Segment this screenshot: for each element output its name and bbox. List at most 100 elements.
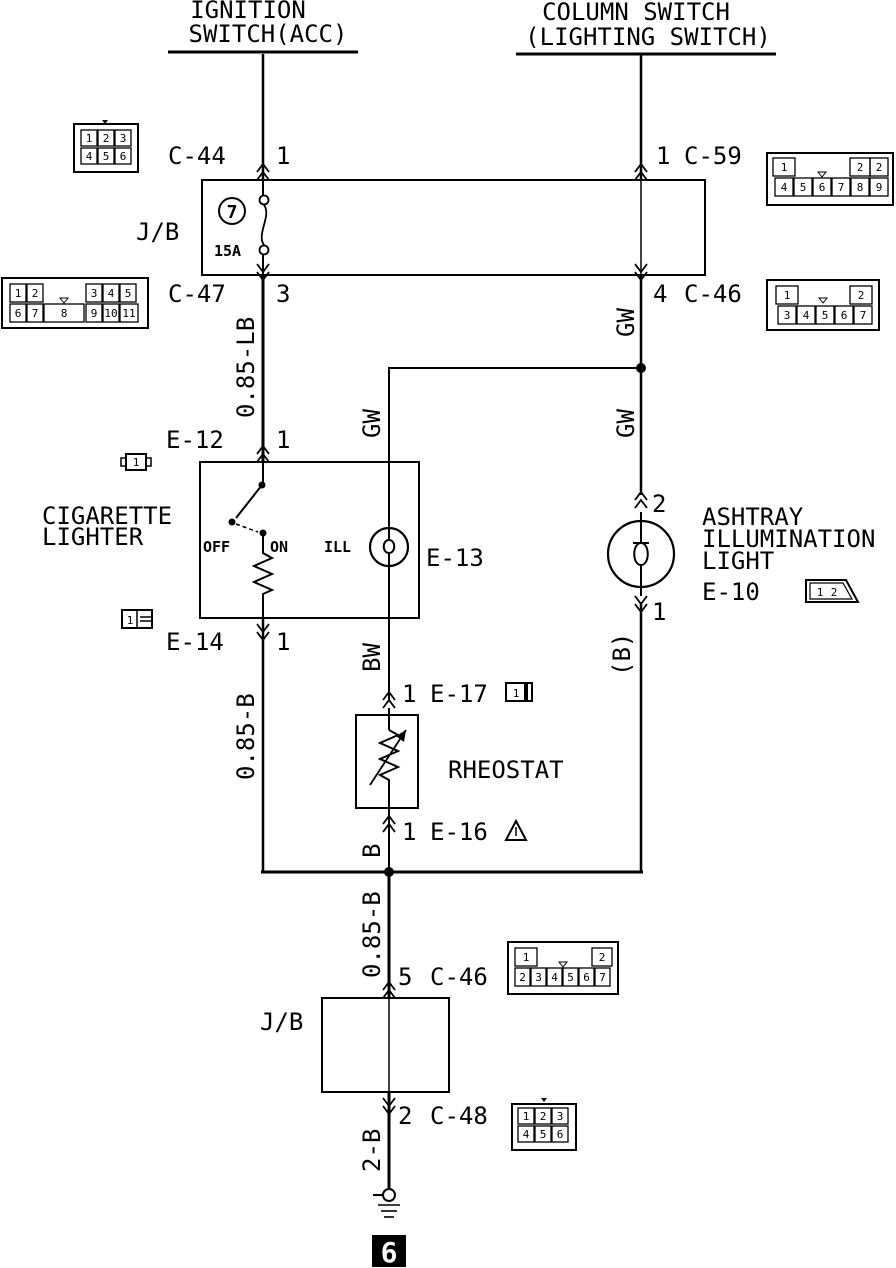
fuse-rating: 15A (214, 242, 241, 260)
c47-cell (102, 303, 120, 323)
c46_top-pin-label: 7 (860, 309, 867, 322)
c48-cell (534, 1125, 552, 1143)
c46_bot-cell (530, 967, 547, 987)
c47-pin-label: 11 (122, 307, 135, 320)
c47-pin-label: 3 (91, 287, 98, 300)
wire-b-paren-label: (B) (608, 633, 636, 676)
wire-b-down-label: 0.85-B (358, 891, 386, 978)
wire-gw-left-label: GW (358, 409, 386, 438)
c47-cell (85, 283, 103, 303)
c46-top-label: C-46 (684, 280, 742, 308)
junction-block-top: J/B 7 15A (136, 179, 706, 276)
e14-icon-pin: 1 (127, 614, 134, 627)
c46_bot-pin-label: 5 (567, 971, 574, 984)
junction-dot-top (636, 363, 646, 373)
ashtray-lamp-icon (606, 512, 676, 596)
c44-cell (114, 147, 132, 165)
c46_top-pin-label: 4 (803, 309, 810, 322)
ashtray-label-line1: ASHTRAY (702, 503, 804, 531)
c44-cell (80, 129, 98, 147)
c48-cell (534, 1107, 552, 1125)
c59-pin-label: 8 (857, 181, 864, 194)
e17-label: E-17 (430, 680, 488, 708)
c59-cell (869, 157, 889, 177)
ground-number: 6 (381, 1236, 398, 1268)
c46_bot-pin-label: 6 (583, 971, 590, 984)
c48-pin-label: 3 (557, 1110, 564, 1123)
rheostat-label: RHEOSTAT (448, 756, 564, 784)
c48-pin-label: 4 (523, 1128, 530, 1141)
e12-pin: 1 (276, 426, 290, 454)
e14-label: E-14 (166, 628, 224, 656)
ashtray-label-line2: ILLUMINATION (702, 525, 875, 553)
c44-cell (80, 147, 98, 165)
c47-cell (9, 303, 27, 323)
c48-pin: 2 (398, 1102, 412, 1130)
wire-lb-label: 0.85-LB (232, 317, 260, 418)
wire-bw-label: BW (358, 643, 386, 672)
e12-connector-icon: 1 (120, 453, 152, 471)
c44-cell (97, 129, 115, 147)
c48-cell (551, 1125, 569, 1143)
connector-key-mark (816, 171, 828, 178)
c44-pin-label: 3 (120, 132, 127, 145)
c46_bot-pin-label: 4 (551, 971, 558, 984)
fuse-number-circle (218, 197, 246, 225)
c59-pin: 1 (656, 142, 670, 170)
c59-pin-label: 6 (819, 181, 826, 194)
c47-cell (85, 303, 103, 323)
e14-connector-icon: 1 (121, 609, 153, 629)
c47-pin-label: 6 (15, 307, 22, 320)
c47-cell (26, 283, 44, 303)
c48-cell (517, 1107, 535, 1125)
c59-cell (831, 177, 851, 197)
lighter-ill-label: ILL (324, 538, 351, 556)
wire-gw-upper-label: GW (612, 308, 640, 337)
e17-pin: 1 (402, 680, 416, 708)
connector-key-mark (557, 961, 569, 968)
junction-block-bottom: J/B (260, 997, 450, 1093)
c46_bot-cell (594, 967, 611, 987)
c44-pin-label: 1 (86, 132, 93, 145)
c46_bot-cell (546, 967, 563, 987)
c46_top-cell (849, 285, 873, 305)
e10-label: E-10 (702, 578, 760, 606)
wire-b-short-label: B (358, 844, 386, 858)
rheostat-resistor-icon (377, 729, 401, 808)
c46-bottom-label: C-46 (430, 963, 488, 991)
c47-pin-label: 1 (15, 287, 22, 300)
e14-pin: 1 (276, 628, 290, 656)
ashtray-label-line3: LIGHT (702, 547, 774, 575)
c46_bot-cell (562, 967, 579, 987)
e13-label: E-13 (426, 544, 484, 572)
lighter-label-line1: CIGARETTE (42, 502, 172, 530)
jb-bottom-label: J/B (260, 1008, 303, 1036)
c59-pin-label: 1 (781, 161, 788, 174)
c46_top-cell (815, 305, 835, 325)
c46_bot-cell (578, 967, 595, 987)
c46_bot-pin-label: 7 (599, 971, 606, 984)
c46_bot-pin-label: 2 (599, 951, 606, 964)
lighter-on-label: ON (270, 538, 288, 556)
ground-number-badge: 6 (372, 1235, 406, 1268)
column-label-line1: COLUMN SWITCH (542, 0, 730, 26)
e10-connector-icon: 1 2 (805, 579, 860, 603)
c48-pin-label: 1 (523, 1110, 530, 1123)
c47-cell (102, 283, 120, 303)
c44-cell (114, 129, 132, 147)
wires (261, 54, 646, 1190)
c44-pin-label: 2 (103, 132, 110, 145)
e10-pin-bottom: 1 (652, 598, 666, 626)
wire-gw-right-label: GW (612, 409, 640, 438)
c46_bot-cell (514, 947, 538, 967)
fuse-icon (258, 194, 270, 256)
e16-pin: 1 (402, 818, 416, 846)
e10-pin-top: 2 (652, 490, 666, 518)
ignition-label-line1: IGNITION (190, 0, 306, 24)
c46_top-cell (777, 305, 797, 325)
c59-cell (869, 177, 889, 197)
c44-pin-label: 5 (103, 150, 110, 163)
